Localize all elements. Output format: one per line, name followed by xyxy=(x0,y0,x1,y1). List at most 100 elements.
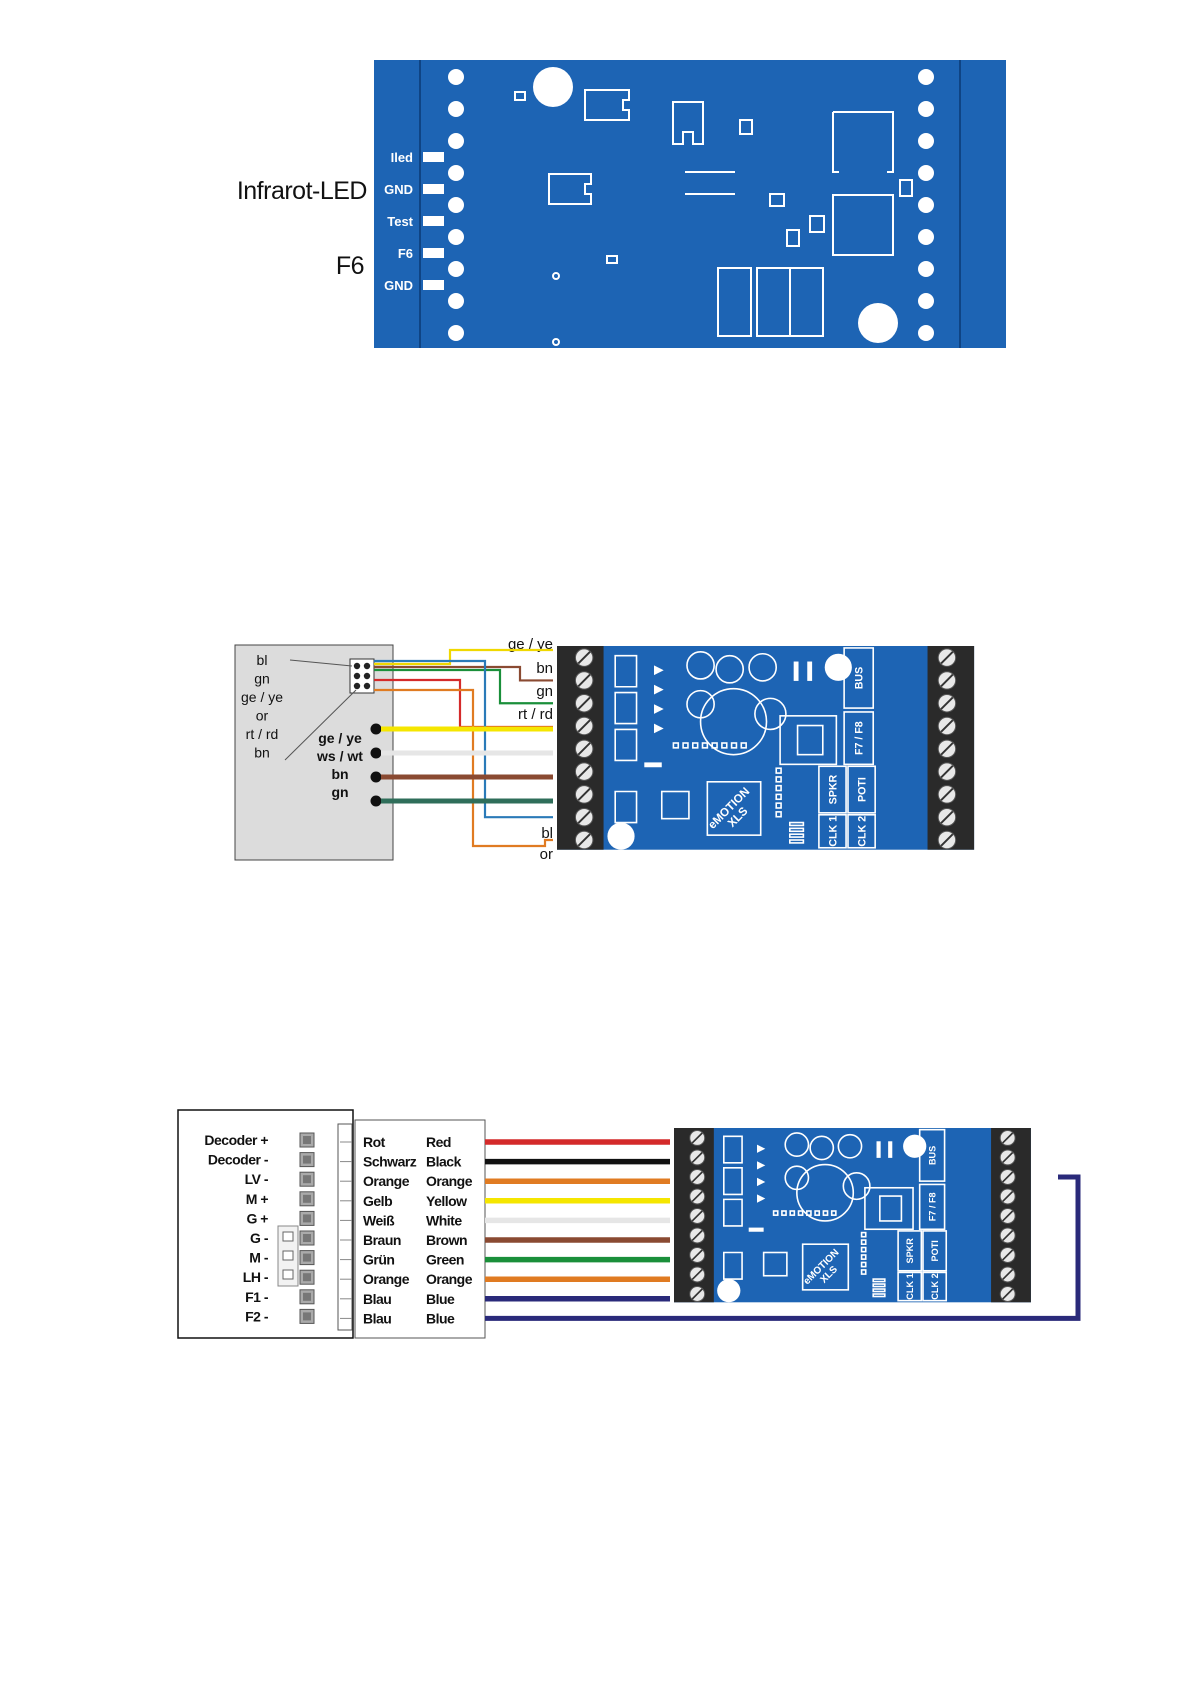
component-outline xyxy=(660,790,690,820)
capacitor xyxy=(784,1132,810,1158)
smd-pad xyxy=(860,1239,867,1246)
wire-table xyxy=(354,1119,486,1339)
decoder-pin-core xyxy=(303,1312,311,1321)
terminal-label: LI-I xyxy=(1033,1153,1047,1163)
smd-pad xyxy=(775,811,782,818)
screw-slot xyxy=(940,765,954,779)
smd-pad xyxy=(775,776,782,783)
wire-label: ge / ye xyxy=(508,636,553,653)
wire-label: rt / rd xyxy=(518,706,553,723)
wire-label: bl xyxy=(541,825,553,842)
smd-pad xyxy=(788,839,805,844)
contact-pad xyxy=(423,152,444,162)
smd-pad xyxy=(672,742,680,749)
leader-line xyxy=(289,659,353,667)
screw-slot xyxy=(1002,1171,1014,1183)
smd-part xyxy=(899,179,913,197)
block-label: CLK 2 xyxy=(930,1273,940,1299)
smd-pad xyxy=(872,1288,886,1293)
wire-name-de: Orange xyxy=(363,1173,410,1189)
diode xyxy=(757,1161,766,1170)
connector-wire-label: or xyxy=(256,708,269,724)
decoder-pin-core xyxy=(303,1136,311,1144)
screw-slot xyxy=(691,1190,703,1203)
wire-yellow-thin xyxy=(374,648,553,666)
block-label: POTI xyxy=(856,777,868,802)
xls-board xyxy=(557,646,975,850)
solder-pad xyxy=(448,101,464,117)
smd-pad xyxy=(814,1210,821,1216)
block-outline xyxy=(843,647,875,709)
smd-pad xyxy=(872,1283,886,1288)
wire-name-de: Gelb xyxy=(363,1193,392,1209)
decoder-pin-label: G + xyxy=(247,1210,269,1226)
ic-outline xyxy=(879,1195,903,1222)
plug-housing xyxy=(349,658,375,694)
solder-pad xyxy=(918,261,934,277)
pad-label: F6 xyxy=(398,246,413,261)
smd-pad xyxy=(872,1278,886,1283)
block-label: F7 / F8 xyxy=(927,1192,937,1221)
terminal-label: F4 xyxy=(976,744,989,756)
chip-outline xyxy=(706,780,762,836)
mounting-hole xyxy=(717,1279,741,1303)
screw-slot xyxy=(940,833,954,847)
block-outline xyxy=(818,813,847,849)
solder-pad xyxy=(918,325,934,341)
diode xyxy=(654,665,664,676)
smd-pad xyxy=(797,1210,804,1216)
smd-part xyxy=(514,91,526,101)
component-outline xyxy=(762,1251,788,1277)
smd-pad xyxy=(789,1210,796,1216)
wire-name-en: Green xyxy=(426,1252,464,1268)
smd-pad xyxy=(860,1261,867,1268)
connector-wire-label: bl xyxy=(257,652,268,668)
wire-label: gn xyxy=(536,683,553,700)
screw-slot xyxy=(940,810,954,824)
decoder-pin-label: M + xyxy=(246,1191,269,1207)
component-outline xyxy=(723,1167,743,1196)
smd-pad xyxy=(721,742,728,749)
plug-pin xyxy=(363,662,371,670)
block-label: BUS xyxy=(854,667,866,690)
screw-slot xyxy=(940,742,954,756)
solder-pad xyxy=(448,261,464,277)
wire-name-de: Weiß xyxy=(363,1212,395,1228)
component-outline xyxy=(584,89,630,121)
mounting-hole xyxy=(533,67,573,107)
terminal-label: BC xyxy=(1033,1250,1047,1260)
pin-label: ws / wt xyxy=(316,748,363,764)
wire-brown-thin xyxy=(374,665,553,682)
block-label: SPKR xyxy=(905,1238,915,1264)
smd-pad xyxy=(781,1210,787,1216)
diode xyxy=(654,684,664,695)
block-label: CLK 1 xyxy=(827,816,839,847)
terminal-label: BC xyxy=(976,789,992,801)
resistor-pad xyxy=(282,1231,294,1242)
solder-pad xyxy=(918,229,934,245)
component-outline xyxy=(723,1251,743,1280)
block-outline xyxy=(818,765,847,814)
solder-pad xyxy=(918,101,934,117)
wire-name-en: Brown xyxy=(426,1232,467,1248)
mounting-hole xyxy=(824,653,852,681)
smd-pad xyxy=(701,742,709,749)
infrared-board xyxy=(374,60,1006,348)
smd-pad xyxy=(822,1210,829,1216)
terminal-label: GL- xyxy=(655,1231,671,1241)
component-outline xyxy=(614,790,638,824)
solder-pad xyxy=(448,293,464,309)
screw-slot xyxy=(577,765,591,779)
plug-pin xyxy=(353,662,361,670)
block-outline xyxy=(847,765,876,814)
smd-pad xyxy=(775,784,782,792)
block-label: SPKR xyxy=(827,774,839,804)
decoder-box xyxy=(177,1109,354,1339)
capacitor xyxy=(715,654,745,684)
solder-pad xyxy=(918,133,934,149)
screw-slot xyxy=(691,1171,703,1183)
connector-wire-label: bn xyxy=(254,745,270,761)
wire-line-f2 xyxy=(485,1174,1081,1321)
decoder-pin-core xyxy=(303,1175,311,1184)
decoder-pin-label: Decoder + xyxy=(204,1132,268,1148)
